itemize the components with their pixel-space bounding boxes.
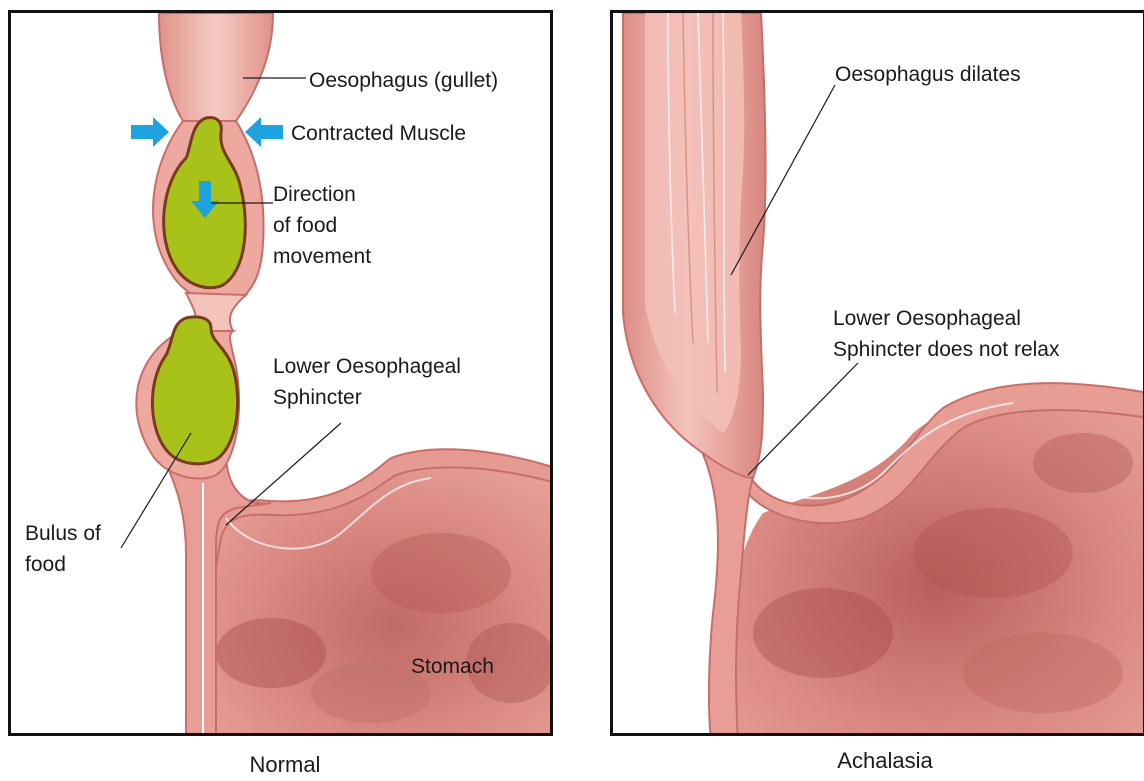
normal-panel: Oesophagus (gullet) Contracted Muscle Di… xyxy=(8,10,553,736)
achalasia-illustration xyxy=(613,13,1144,736)
label-bolus: Bulus of food xyxy=(25,518,101,580)
pointer-les xyxy=(748,363,858,475)
arrow-right-icon xyxy=(131,117,169,147)
label-les: Lower Oesophageal Sphincter xyxy=(273,351,461,413)
caption-normal: Normal xyxy=(230,752,340,778)
label-direction: Direction of food movement xyxy=(273,179,371,272)
arrow-left-icon xyxy=(245,117,283,147)
caption-achalasia: Achalasia xyxy=(820,748,950,774)
label-contracted-muscle: Contracted Muscle xyxy=(291,118,466,149)
label-oesophagus: Oesophagus (gullet) xyxy=(309,65,498,96)
label-les-no-relax: Lower Oesophageal Sphincter does not rel… xyxy=(833,303,1059,365)
label-stomach: Stomach xyxy=(411,651,494,682)
label-dilates: Oesophagus dilates xyxy=(835,59,1021,90)
achalasia-panel: Oesophagus dilates Lower Oesophageal Sph… xyxy=(610,10,1144,736)
oesophagus-top xyxy=(159,13,273,135)
